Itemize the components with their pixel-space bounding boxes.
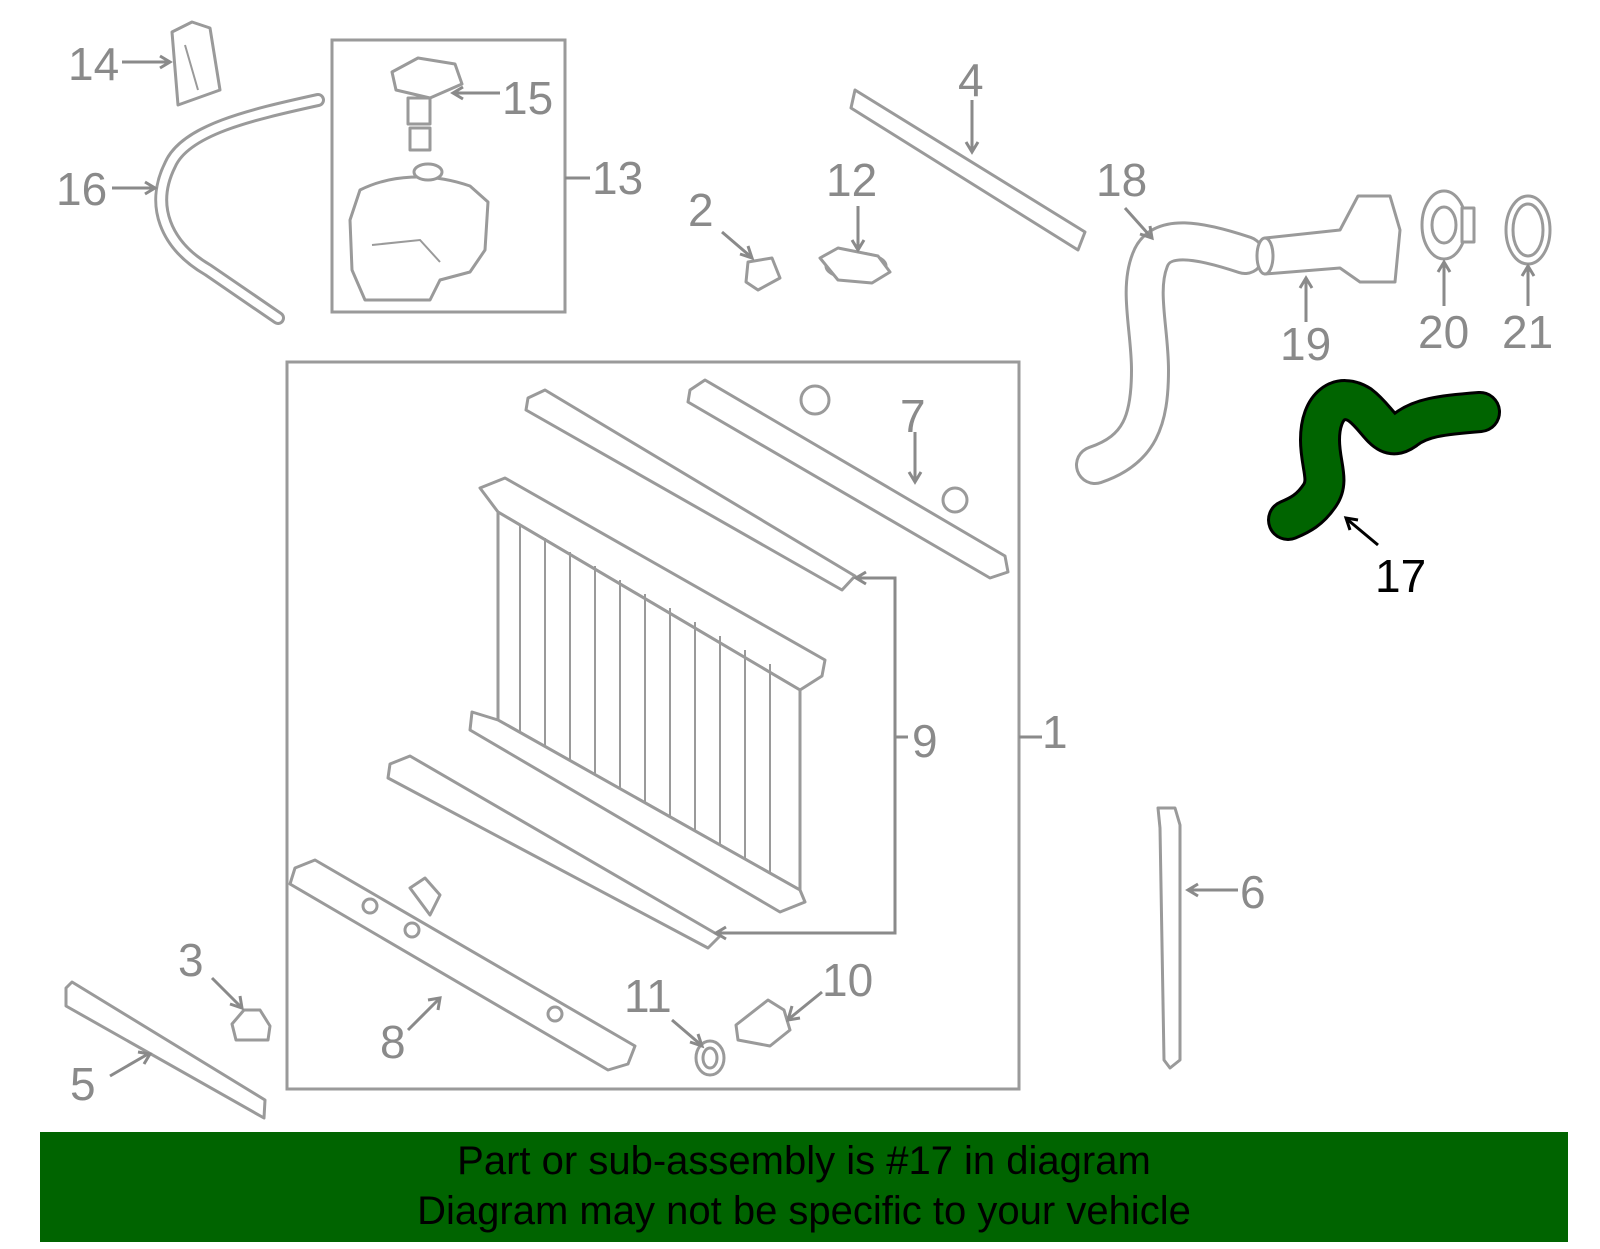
part-7-upper-tank[interactable] — [686, 378, 1010, 580]
banner-line-part: Part or sub-assembly is #17 in diagram — [457, 1139, 1151, 1183]
callout-2[interactable]: 2 — [688, 184, 714, 236]
callout-6[interactable]: 6 — [1240, 866, 1266, 918]
part-13-coolant-reservoir[interactable] — [348, 162, 490, 302]
banner-line-disclaimer: Diagram may not be specific to your vehi… — [417, 1189, 1191, 1233]
part-10-drain-cock[interactable] — [734, 998, 792, 1048]
part-12-radiator-cap[interactable] — [818, 246, 892, 285]
callout-4[interactable]: 4 — [958, 54, 984, 106]
leader-lines — [109, 54, 1536, 1078]
part-8-lower-tank[interactable] — [288, 858, 637, 1072]
radiator-group-box — [285, 360, 1021, 1091]
part-18-upper-hose[interactable] — [1075, 221, 1265, 485]
info-banner: Part or sub-assembly is #17 in diagram D… — [40, 1132, 1568, 1242]
part-21-gasket[interactable] — [1504, 194, 1552, 266]
callout-3[interactable]: 3 — [178, 934, 204, 986]
part-14-bracket[interactable] — [170, 20, 222, 107]
callout-18[interactable]: 18 — [1096, 154, 1147, 206]
callout-15[interactable]: 15 — [502, 72, 553, 124]
part-5-lower-seal[interactable] — [64, 980, 267, 1120]
callout-9[interactable]: 9 — [912, 715, 938, 767]
callout-12[interactable]: 12 — [826, 154, 877, 206]
callout-16[interactable]: 16 — [56, 163, 107, 215]
callout-19[interactable]: 19 — [1280, 318, 1331, 370]
callout-11[interactable]: 11 — [624, 970, 672, 1022]
callout-21[interactable]: 21 — [1502, 306, 1553, 358]
part-2-grommet[interactable] — [744, 256, 782, 292]
callout-10[interactable]: 10 — [822, 954, 873, 1006]
part-11-o-ring[interactable] — [694, 1039, 726, 1077]
callout-17[interactable]: 17 — [1375, 550, 1426, 602]
callout-5[interactable]: 5 — [70, 1058, 96, 1110]
callout-7[interactable]: 7 — [900, 390, 926, 442]
part-3-grommet[interactable] — [230, 1008, 272, 1042]
callout-13[interactable]: 13 — [592, 152, 643, 204]
callout-labels: 14 15 16 13 4 2 12 18 19 20 21 7 17 9 1 … — [56, 38, 1553, 1110]
part-lower-tank-seal[interactable] — [386, 754, 722, 950]
part-20-thermostat[interactable] — [1420, 189, 1476, 261]
callout-20[interactable]: 20 — [1418, 306, 1469, 358]
part-15-reservoir-cap[interactable] — [390, 56, 464, 152]
callout-1[interactable]: 1 — [1042, 706, 1068, 758]
radiator-core[interactable] — [468, 476, 827, 914]
part-16-overflow-hose[interactable] — [154, 93, 325, 325]
part-19-water-inlet[interactable] — [1255, 194, 1402, 284]
reservoir-group-box — [330, 38, 567, 314]
part-4-upper-seal[interactable] — [849, 88, 1087, 252]
part-17-lower-radiator-hose[interactable] — [1267, 379, 1501, 541]
callout-14[interactable]: 14 — [68, 38, 119, 90]
leader-line-17 — [1347, 518, 1379, 547]
part-upper-tank-seal[interactable] — [524, 388, 857, 592]
part-6-side-seal[interactable] — [1156, 806, 1182, 1070]
callout-8[interactable]: 8 — [380, 1016, 406, 1068]
